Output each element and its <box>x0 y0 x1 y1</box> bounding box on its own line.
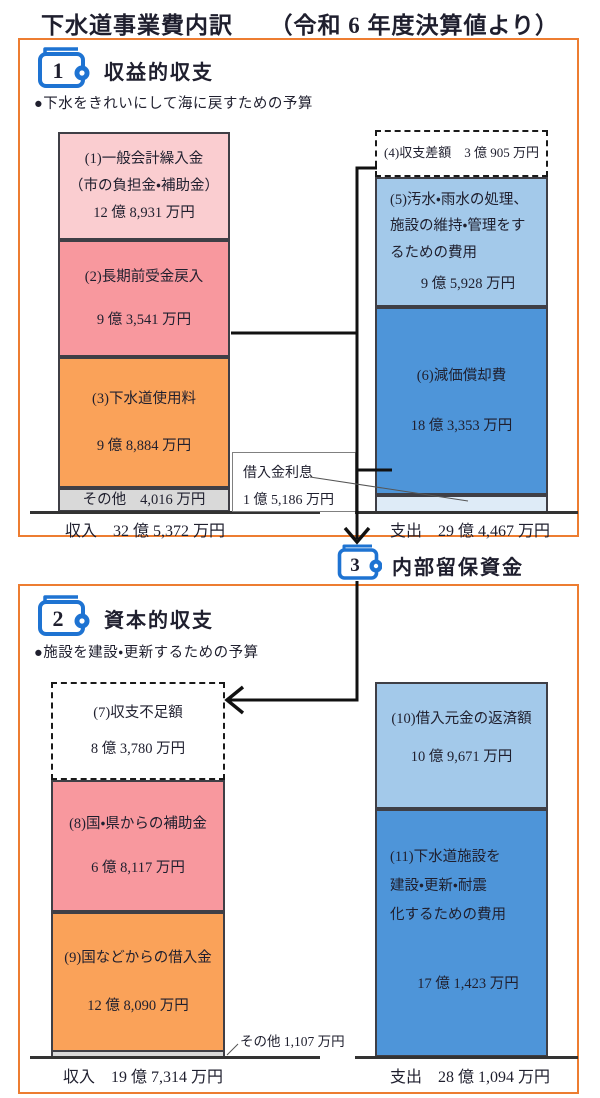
other-income-s2-callout: その他 1,107 万円 <box>240 1034 345 1049</box>
reserve-fund-label: 内部留保資金 <box>392 557 524 579</box>
expense-baseline-s2 <box>355 1056 578 1059</box>
block-1-amount: 12 億 8,931 万円 <box>93 205 195 222</box>
section1-subtitle: ●下水をきれいにして海に戻すための予算 <box>34 96 313 112</box>
expense-total-s1: 支出 29 億 4,467 万円 <box>375 517 565 541</box>
section-revenue-balance <box>18 38 579 537</box>
block-6-label: (6)減価償却費 <box>416 367 507 384</box>
block-5-line1: (5)汚水・雨水の処理、 <box>390 192 528 209</box>
block-3-amount: 9 億 8,884 万円 <box>96 437 192 454</box>
block-5-amount: 9 億 5,928 万円 <box>420 275 516 292</box>
block-1-general-account-transfer: (1)一般会計繰入金 （市の負担金・補助金） 12 億 8,931 万円 <box>58 132 230 240</box>
loan-interest-label: 借入金利息 <box>243 466 313 481</box>
block-9-amount: 12 億 8,090 万円 <box>87 998 189 1014</box>
wallet-1-icon: 1 <box>38 47 90 88</box>
block-6-depreciation: (6)減価償却費 18 億 3,353 万円 <box>375 307 548 495</box>
block-4-label: (4)収支差額 3 億 905 万円 <box>384 145 539 161</box>
block-2-label: (2)長期前受金戻入 <box>84 269 204 286</box>
income-baseline-s1 <box>30 511 320 514</box>
block-8-amount: 6 億 8,117 万円 <box>91 860 185 876</box>
block-1-sublabel: （市の負担金・補助金） <box>69 177 219 194</box>
page-title: 下水道事業費内訳 （令和 6 年度決算値より） <box>40 13 560 38</box>
block-9-government-loans: (9)国などからの借入金 12 億 8,090 万円 <box>51 912 225 1052</box>
loan-interest-label-box: 借入金利息 1 億 5,186 万円 <box>232 452 356 512</box>
block-4-balance-surplus: (4)収支差額 3 億 905 万円 <box>375 130 548 177</box>
income-total-s2-label: 収入 <box>62 1069 95 1086</box>
block-3-label: (3)下水道使用料 <box>92 391 196 408</box>
expense-total-s2: 支出 28 億 1,094 万円 <box>375 1063 565 1087</box>
expense-total-s1-amount: 29 億 4,467 万円 <box>438 523 551 540</box>
expense-total-s1-label: 支出 <box>389 523 422 540</box>
block-6-amount: 18 億 3,353 万円 <box>410 418 513 434</box>
expense-baseline-s1 <box>355 511 578 514</box>
wallet-3-icon: 3 <box>337 544 382 580</box>
income-total-s1-label: 収入 <box>64 523 97 540</box>
income-baseline-s2 <box>30 1056 320 1059</box>
block-1-label: (1)一般会計繰入金 <box>84 150 204 167</box>
wallet-1-number: 1 <box>53 58 64 83</box>
section2-subtitle: ●施設を建設・更新するための予算 <box>34 645 259 661</box>
income-total-s2: 収入 19 億 7,314 万円 <box>38 1063 248 1087</box>
block-3-sewerage-usage-fee: (3)下水道使用料 9 億 8,884 万円 <box>58 357 230 488</box>
block-10-loan-principal-repayment: (10)借入元金の返済額 10 億 9,671 万円 <box>375 682 548 809</box>
wallet-3-number: 3 <box>350 555 360 576</box>
loan-interest-amount: 1 億 5,186 万円 <box>243 493 334 509</box>
income-total-s1: 収入 32 億 5,372 万円 <box>40 517 250 541</box>
expense-total-s2-label: 支出 <box>389 1069 422 1086</box>
block-11-facility-construction-cost: (11)下水道施設を 建設・更新・耐震 化するための費用 17 億 1,423 … <box>375 809 548 1057</box>
block-5-treatment-maintenance-cost: (5)汚水・雨水の処理、 施設の維持・管理をす るための費用 9 億 5,928… <box>375 177 548 307</box>
wallet-2-number: 2 <box>53 606 64 631</box>
block-8-national-prefectural-subsidy: (8)国・県からの補助金 6 億 8,117 万円 <box>51 780 225 912</box>
block-5-line2: 施設の維持・管理をす <box>390 218 526 235</box>
block-11-line3: 化するための費用 <box>390 907 506 923</box>
block-other-income-s1: その他 4,016 万円 <box>58 488 230 512</box>
section2-heading: 資本的収支 <box>104 610 214 632</box>
block-5-line3: るための費用 <box>390 244 477 261</box>
other-s1-label: その他 <box>82 491 127 508</box>
block-7-balance-shortfall: (7)収支不足額 8 億 3,780 万円 <box>51 682 225 780</box>
block-11-line1: (11)下水道施設を <box>390 849 501 865</box>
expense-total-s2-amount: 28 億 1,094 万円 <box>438 1069 551 1086</box>
block-11-line2: 建設・更新・耐震 <box>390 878 487 894</box>
block-11-amount: 17 億 1,423 万円 <box>417 976 519 992</box>
block-10-label: (10)借入元金の返済額 <box>391 711 532 727</box>
block-7-label: (7)収支不足額 <box>93 704 183 721</box>
block-9-label: (9)国などからの借入金 <box>64 949 212 966</box>
income-total-s2-amount: 19 億 7,314 万円 <box>111 1069 224 1086</box>
block-10-amount: 10 億 9,671 万円 <box>410 749 513 766</box>
section1-heading: 収益的収支 <box>104 62 214 84</box>
wallet-2-icon: 2 <box>38 595 90 636</box>
block-7-amount: 8 億 3,780 万円 <box>90 741 186 757</box>
income-total-s1-amount: 32 億 5,372 万円 <box>113 523 226 540</box>
block-8-label: (8)国・県からの補助金 <box>69 815 207 832</box>
block-2-amount: 9 億 3,541 万円 <box>96 311 192 328</box>
block-2-longterm-advance-return: (2)長期前受金戻入 9 億 3,541 万円 <box>58 240 230 357</box>
other-s1-amount: 4,016 万円 <box>140 491 206 508</box>
